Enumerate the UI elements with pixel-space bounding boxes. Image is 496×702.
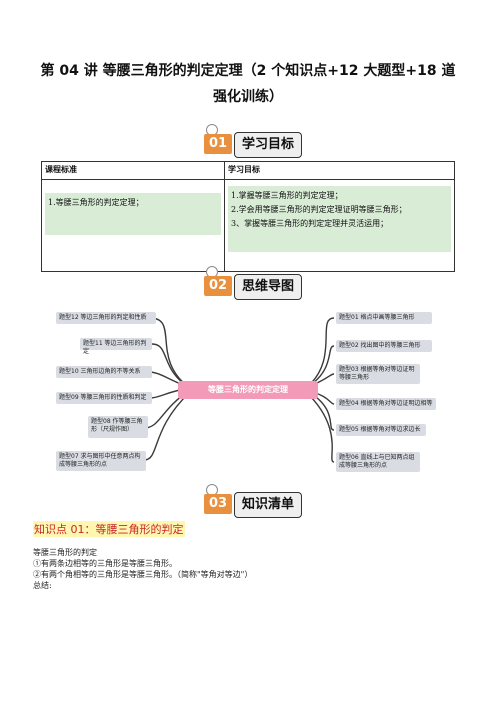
mind-map: 题型12 等边三角形的判定和性质 题型11 等边三角形的判定 题型10 三角形边… [40,300,456,480]
knowledge-line: ②有两个角相等的三角形是等腰三角形。（简称"等角对等边"） [33,570,253,579]
mindmap-node-left: 题型08 作等腰三角形（尺规作图） [88,416,148,438]
goal-item: 1.掌握等腰三角形的判定定理； [231,191,343,200]
document-title: 第 04 讲 等腰三角形的判定定理（2 个知识点+12 大题型+18 道 强化训… [20,58,476,110]
knowledge-point-title: 知识点 01：等腰三角形的判定 [33,521,185,537]
knowledge-line: 等腰三角形的判定 [33,548,97,557]
mindmap-node-left: 题型10 三角形边角的不等关系 [56,366,152,378]
section-header-mindmap: 02 思维导图 [204,266,304,300]
title-line-1: 第 04 讲 等腰三角形的判定定理（2 个知识点+12 大题型+18 道 [40,63,456,79]
goals-table: 课程标准 学习目标 1.等腰三角形的判定定理； 1.掌握等腰三角形的判定定理； … [41,161,455,272]
mindmap-node-right: 题型01 格点中画等腰三角形 [336,312,432,324]
mindmap-node-right: 题型03 根据等角对等边证明等腰三角形 [336,364,420,384]
goals-objectives-cell: 1.掌握等腰三角形的判定定理； 2.学会用等腰三角形的判定定理证明等腰三角形； … [224,179,455,272]
section-header-knowledge: 03 知识清单 [204,484,304,518]
knowledge-line: ①有两条边相等的三角形是等腰三角形。 [33,559,177,568]
goals-standard-cell: 1.等腰三角形的判定定理； [41,179,225,272]
knowledge-line: 总结: [33,581,52,590]
section-number: 03 [204,494,232,514]
mindmap-node-right: 题型02 找出图中的等腰三角形 [336,340,432,352]
mindmap-center-node: 等腰三角形的判定定理 [178,381,318,399]
goals-header-objectives: 学习目标 [224,161,455,180]
section-title: 学习目标 [234,132,303,158]
section-title: 知识清单 [234,492,303,518]
section-title: 思维导图 [234,274,303,300]
goals-standard-text: 1.等腰三角形的判定定理； [45,193,221,235]
goal-item: 2.学会用等腰三角形的判定定理证明等腰三角形； [231,205,407,214]
title-line-2: 强化训练） [213,89,283,105]
mindmap-node-right: 题型04 根据等角对等边证明边相等 [336,398,436,410]
mindmap-node-left: 题型12 等边三角形的判定和性质 [56,312,156,324]
mindmap-node-left: 题型09 等腰三角形的性质和判定 [56,392,152,404]
mindmap-node-right: 题型06 直线上与已知两点组成等腰三角形的点 [336,452,420,472]
mindmap-node-left: 题型11 等边三角形的判定 [80,338,152,355]
goal-item: 3、掌握等腰三角形的判定定理并灵活运用； [231,219,389,228]
mindmap-node-right: 题型05 根据等角对等边求边长 [336,424,426,436]
section-number: 02 [204,276,232,296]
goals-objectives-list: 1.掌握等腰三角形的判定定理； 2.学会用等腰三角形的判定定理证明等腰三角形； … [228,186,451,252]
mindmap-node-left: 题型07 求与图形中任意两点构成等腰三角形的点 [56,451,146,471]
section-number: 01 [204,134,232,154]
goals-header-standard: 课程标准 [41,161,225,180]
section-header-goals: 01 学习目标 [204,124,304,158]
